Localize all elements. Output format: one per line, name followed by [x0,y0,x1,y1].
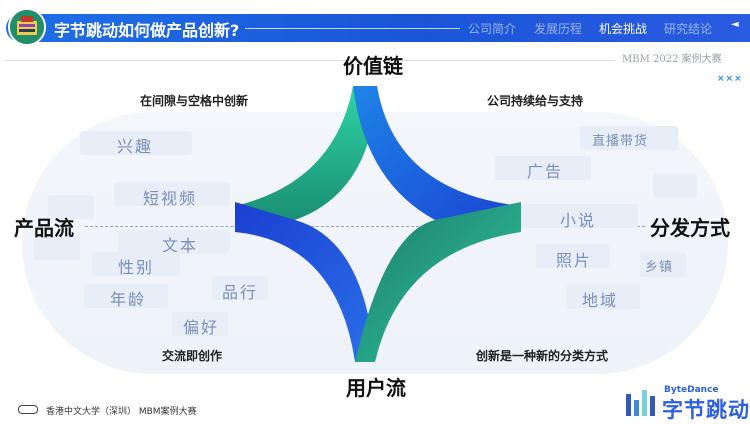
tag-box [92,252,180,276]
star-arm-bottom-right [355,202,521,362]
star-arm-top-right [353,86,521,220]
tag-photo: 照片 [556,251,593,270]
tag-ads: 广告 [527,162,564,181]
tag-novel: 小说 [560,211,597,230]
nav-item-history[interactable]: 发展历程 [534,22,583,36]
tag-box [640,253,686,277]
value-chain-star-diagram [235,86,521,362]
label-distribution: 分发方式 [650,216,730,240]
nav-item-conclusion[interactable]: 研究结论 [664,22,713,36]
subtitle-divider [5,60,615,61]
nav-back-arrow-icon[interactable]: ◄ [731,19,739,30]
tag-box [114,182,230,206]
bytedance-logo-icon [626,390,655,416]
tag-box [80,131,192,155]
tag-box [495,156,591,180]
page-title: 字节跳动如何做产品创新? [54,21,240,40]
tag-box [118,230,230,254]
tag-box [212,276,268,300]
tag-age: 年龄 [110,290,147,309]
footer-mark [18,405,38,414]
tag-box [580,126,678,150]
tag-box [536,244,610,268]
tag-box [518,204,638,228]
tag-conduct: 品行 [222,283,259,302]
decorative-marks: ××× [717,74,743,84]
university-logo [8,8,46,46]
label-product-flow: 产品流 [14,216,74,240]
tag-live-commerce: 直播带货 [592,134,649,149]
tag-box [34,236,80,260]
tag-gender: 性别 [118,258,155,277]
contest-subtitle: MBM 2022 案例大赛 [622,54,722,65]
star-arm-bottom-left [235,202,375,362]
nav-item-company-intro[interactable]: 公司简介 [468,22,517,36]
caption-bottom-right: 创新是一种新的分类方式 [476,349,609,363]
header-bar-container: 字节跳动如何做产品创新? 公司简介 发展历程 机会挑战 研究结论 ◄ [0,8,750,46]
title-divider [245,28,460,29]
tag-box [48,195,94,219]
star-arm-top-left [235,86,377,220]
tag-township: 乡镇 [645,260,674,275]
footer-text: 香港中文大学（深圳） MBM案例大赛 [46,407,197,417]
tag-text: 文本 [162,236,199,255]
caption-bottom-left: 交流即创作 [162,349,223,363]
tag-interest: 兴趣 [117,137,154,156]
caption-top-left: 在间隙与空格中创新 [140,94,249,108]
tag-box [653,174,697,198]
tag-region: 地域 [582,291,619,310]
caption-top-right: 公司持续给与支持 [487,94,584,108]
tag-box [172,312,228,336]
label-value-chain: 价值链 [343,54,403,78]
tag-short-video: 短视频 [143,189,198,208]
label-user-flow: 用户流 [346,376,406,400]
brand-latin: ByteDance [664,385,719,395]
dashed-axis [85,226,645,227]
tag-box [566,285,640,309]
nav-item-opportunities[interactable]: 机会挑战 [599,22,648,36]
tag-preference: 偏好 [183,318,220,337]
brand-chinese: 字节跳动 [662,398,750,422]
tag-box [84,284,168,308]
